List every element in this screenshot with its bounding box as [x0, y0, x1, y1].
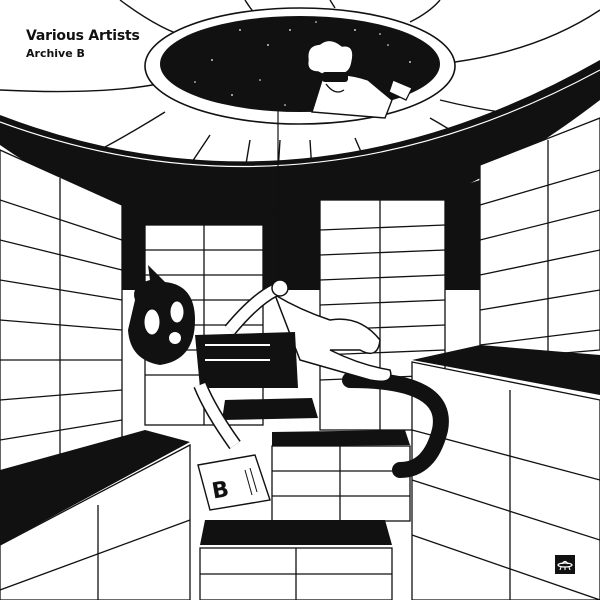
front-cabinet-right-top — [412, 345, 600, 395]
filing-cabinets-right — [479, 117, 600, 361]
paper-sheet: B — [197, 454, 271, 511]
artist-name: Various Artists — [26, 28, 140, 44]
ufo-icon — [555, 555, 575, 574]
starry-sky — [160, 16, 440, 112]
title-block: Various Artists Archive B — [26, 28, 140, 61]
album-title: Archive B — [26, 47, 85, 60]
cat-tail — [342, 372, 449, 478]
svg-text:B: B — [210, 477, 231, 505]
stars — [194, 21, 411, 113]
peering-figure — [307, 39, 413, 119]
cat-character: B — [128, 265, 449, 511]
ceiling-ring — [0, 60, 600, 230]
front-cabinet-left-top — [0, 430, 190, 545]
